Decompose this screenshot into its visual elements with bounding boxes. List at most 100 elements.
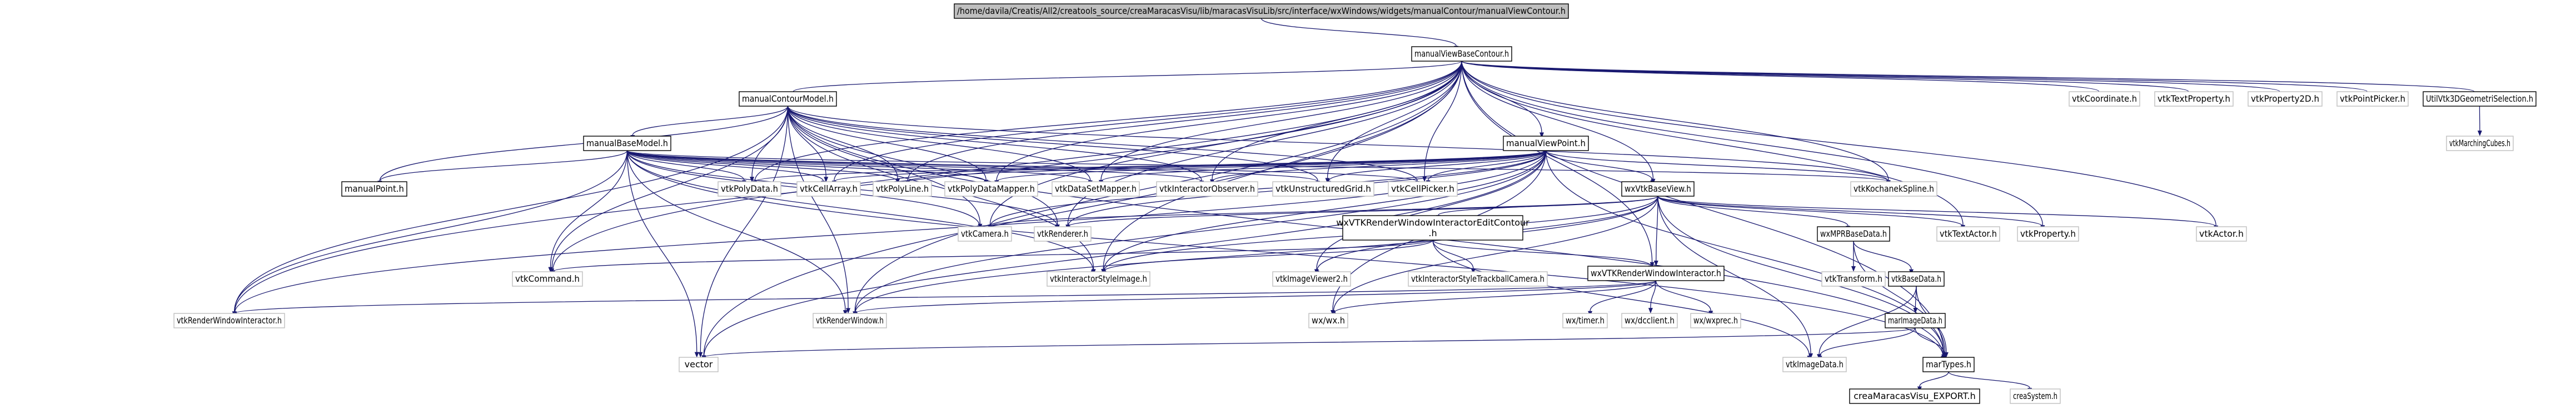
edge-mvp-to-vintstyleimg bbox=[1103, 150, 1547, 271]
edge-mcm-to-vrwi bbox=[234, 106, 789, 312]
node-box-vtransform bbox=[1821, 271, 1886, 287]
edge-root-to-mvbc bbox=[1260, 18, 1457, 46]
node-vector: vector bbox=[679, 357, 719, 372]
node-box-vistyletrack bbox=[1408, 271, 1548, 287]
node-wxmpr[interactable]: wxMPRBaseData.h bbox=[1817, 226, 1890, 242]
node-vintobs: vtkInteractorObserver.h bbox=[1156, 181, 1258, 197]
node-marimg[interactable]: marImageData.h bbox=[1885, 313, 1946, 328]
edge-wxvtkrwi-to-wxwx bbox=[1333, 280, 1657, 313]
edge-vwxbase-to-vtextactor bbox=[1657, 196, 1964, 227]
edge-mvbc-to-martypes bbox=[1461, 61, 1945, 355]
node-vtextprop: vtkTextProperty.h bbox=[2154, 91, 2234, 107]
node-box-creasystem bbox=[2010, 388, 2061, 404]
node-label-vkochanek: vtkKochanekSpline.h bbox=[1853, 183, 1934, 194]
node-box-vpointpicker bbox=[2336, 91, 2409, 107]
edge-wxvtkrwi-to-vrw bbox=[855, 280, 1657, 314]
node-box-vpdmapper bbox=[944, 181, 1038, 197]
edge-mvp-to-vpolydata bbox=[754, 150, 1547, 182]
node-mbm[interactable]: manualBaseModel.h bbox=[583, 136, 671, 151]
node-vrw: vtkRenderWindow.h bbox=[813, 313, 887, 328]
node-vmarching: vtkMarchingCubes.h bbox=[2446, 136, 2514, 151]
edge-mvbc-to-vrenderer bbox=[1067, 61, 1462, 225]
edge-vwxbase-to-vactor bbox=[1657, 196, 2216, 227]
node-box-vcellpicker bbox=[1388, 181, 1458, 197]
node-box-vcellarray bbox=[796, 181, 861, 197]
node-box-vactor bbox=[2196, 226, 2247, 242]
edge-wxvtkrwi-to-wxdcclient bbox=[1650, 280, 1657, 308]
node-label-vtransform: vtkTransform.h bbox=[1825, 273, 1882, 284]
nodes-layer: /home/davila/Creatis/All2/creatools_sour… bbox=[173, 3, 2537, 404]
edge-mvbc-to-vkochanek bbox=[1461, 61, 1889, 181]
edge-mbm-to-vector bbox=[626, 150, 697, 352]
node-box-vcamera bbox=[958, 226, 1012, 242]
node-root[interactable]: /home/davila/Creatis/All2/creatools_sour… bbox=[954, 3, 1569, 19]
edge-mvbc-to-vdsmapper bbox=[1100, 61, 1462, 180]
node-mvbc[interactable]: manualViewBaseContour.h bbox=[1411, 46, 1512, 62]
edge-vwxbase-to-wxvtkrwi bbox=[1656, 196, 1658, 261]
edge-mcm-to-vector bbox=[700, 106, 789, 352]
node-box-vtkbasedata bbox=[1888, 271, 1945, 287]
edge-vwxbase-to-vproperty bbox=[1657, 196, 2043, 227]
node-mvp[interactable]: manualViewPoint.h bbox=[1503, 136, 1589, 151]
node-box-vintobs bbox=[1156, 181, 1258, 197]
node-mpoint[interactable]: manualPoint.h bbox=[341, 181, 407, 197]
edge-vwxbase-to-wxwx bbox=[1333, 196, 1658, 312]
node-label-vistyletrack: vtkInteractorStyleTrackballCamera.h bbox=[1411, 273, 1544, 284]
node-label-vproperty: vtkProperty.h bbox=[2020, 228, 2076, 239]
edge-vtkbasedata-to-vimgdata bbox=[1818, 286, 1917, 355]
node-label-wxvtkrwi: wxVTKRenderWindowInteractor.h bbox=[1591, 268, 1721, 278]
edge-mvbc-to-vcellarray bbox=[834, 61, 1462, 181]
node-vtransform: vtkTransform.h bbox=[1821, 271, 1886, 287]
node-vpointpicker: vtkPointPicker.h bbox=[2336, 91, 2409, 107]
node-label-wxvtkrwiec: wxVTKRenderWindowInteractorEditContour.h bbox=[1336, 217, 1529, 238]
edge-mvp-to-vkochanek bbox=[1545, 150, 1889, 182]
edge-vwxbase-to-vimgdata bbox=[1657, 196, 1811, 353]
node-box-vimgdata bbox=[1782, 357, 1847, 372]
node-vpdmapper: vtkPolyDataMapper.h bbox=[944, 181, 1038, 197]
edge-wxmpr-to-martypes bbox=[1853, 241, 1946, 353]
node-vcommand: vtkCommand.h bbox=[512, 271, 583, 287]
node-u3dgs[interactable]: UtilVtk3DGeometriSelection.h bbox=[2423, 91, 2537, 107]
node-box-martypes bbox=[1922, 357, 1975, 372]
edge-mcm-to-vrw bbox=[787, 106, 849, 308]
node-label-creaexport: creaMaracasVisu_EXPORT.h bbox=[1853, 391, 1975, 402]
edge-mvp-to-vwxbase bbox=[1545, 150, 1653, 181]
node-box-wxtimer bbox=[1562, 313, 1608, 328]
edge-mcm-to-vkochanek bbox=[787, 106, 1889, 182]
edge-mcm-to-vdsmapper bbox=[787, 106, 1091, 181]
edge-wxvtkrwiec-to-vimgdata bbox=[1432, 240, 1810, 356]
edge-mbm-to-vcellarray bbox=[626, 150, 824, 181]
node-label-vactor: vtkActor.h bbox=[2199, 228, 2244, 239]
node-label-vtextprop: vtkTextProperty.h bbox=[2158, 93, 2230, 104]
arrowhead-wxvtkrwiec-to-vistyletrack bbox=[1471, 268, 1476, 275]
node-vproperty: vtkProperty.h bbox=[2017, 226, 2079, 242]
node-label-vpointpicker: vtkPointPicker.h bbox=[2340, 93, 2405, 104]
node-label-vcommand: vtkCommand.h bbox=[515, 273, 580, 284]
node-label-mcm: manualContourModel.h bbox=[742, 93, 834, 104]
node-label-creasystem: creaSystem.h bbox=[2013, 391, 2057, 401]
edge-mcm-to-vcellpicker bbox=[787, 106, 1418, 181]
node-wxvtkrwi[interactable]: wxVTKRenderWindowInteractor.h bbox=[1587, 266, 1725, 281]
node-box-mcm bbox=[739, 91, 837, 107]
node-label-vintobs: vtkInteractorObserver.h bbox=[1159, 183, 1255, 194]
node-martypes[interactable]: marTypes.h bbox=[1922, 357, 1975, 372]
edge-mvbc-to-vpolyline bbox=[907, 61, 1462, 181]
node-box-vintstyleimg bbox=[1047, 271, 1150, 287]
node-box-marimg bbox=[1885, 313, 1946, 328]
node-label-vrenderer: vtkRenderer.h bbox=[1037, 228, 1088, 239]
node-vkochanek: vtkKochanekSpline.h bbox=[1850, 181, 1937, 197]
node-mcm[interactable]: manualContourModel.h bbox=[739, 91, 837, 107]
node-wxvtkrwiec[interactable]: wxVTKRenderWindowInteractorEditContour.h bbox=[1336, 215, 1529, 241]
node-vwxbase[interactable]: wxVtkBaseView.h bbox=[1621, 181, 1695, 197]
node-wxwx: wx/wx.h bbox=[1308, 313, 1348, 328]
node-vtextactor: vtkTextActor.h bbox=[1936, 226, 2000, 242]
node-vprop2d: vtkProperty2D.h bbox=[2248, 91, 2323, 107]
edge-mvbc-to-vector bbox=[703, 61, 1462, 356]
node-vtkbasedata[interactable]: vtkBaseData.h bbox=[1888, 271, 1945, 287]
edge-mvp-to-vrwi bbox=[234, 150, 1547, 313]
edge-wxvtkrwiec-to-vintstyleimg bbox=[1103, 240, 1433, 272]
node-box-wxvtkrwiec bbox=[1342, 215, 1523, 241]
node-vintstyleimg: vtkInteractorStyleImage.h bbox=[1047, 271, 1150, 287]
node-box-vcommand bbox=[512, 271, 583, 287]
node-creaexport[interactable]: creaMaracasVisu_EXPORT.h bbox=[1849, 388, 1980, 404]
